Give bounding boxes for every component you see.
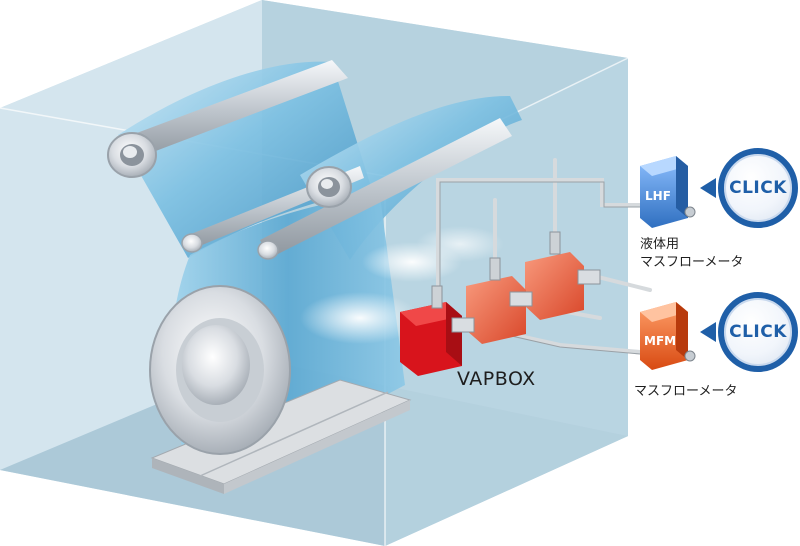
lhf-click-label: CLICK: [729, 178, 787, 198]
lhf-caption-line2: マスフローメータ: [640, 251, 743, 270]
lhf-click-button[interactable]: CLICK: [718, 148, 798, 228]
mfm-caption: マスフローメータ: [634, 380, 737, 399]
small-roll-4: [258, 241, 278, 259]
small-roll-2: [307, 167, 351, 207]
mfm-meter-label: MFM: [644, 334, 676, 348]
mfm-click-button[interactable]: CLICK: [718, 292, 798, 372]
lhf-arrow-icon: [700, 178, 716, 198]
lhf-meter: LHF: [640, 156, 695, 228]
mfm-arrow-icon: [700, 322, 716, 342]
mfm-click-label: CLICK: [729, 322, 787, 342]
vapbox-label: VAPBOX: [457, 368, 536, 390]
lhf-caption-line1: 液体用: [640, 233, 679, 252]
mfm-meter: MFM: [640, 302, 695, 370]
small-roll-3: [182, 234, 202, 252]
lhf-meter-label: LHF: [645, 189, 671, 203]
small-roll-1: [108, 133, 156, 177]
main-roll: [150, 286, 290, 454]
